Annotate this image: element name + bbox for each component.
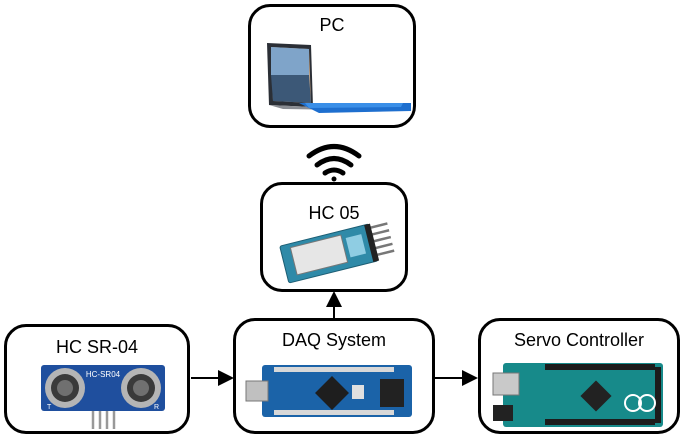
sensor-pin-left-text: T	[47, 404, 52, 411]
hcsr04-node: HC SR-04 HC-SR04 T R	[4, 324, 190, 434]
laptop-tablet-icon	[267, 43, 413, 113]
pc-node: PC	[248, 4, 416, 128]
arduino-nano-icon	[245, 365, 412, 417]
daq-label: DAQ System	[281, 330, 387, 350]
servo-node: Servo Controller	[478, 318, 680, 434]
ultrasonic-sensor-icon: HC-SR04 T R	[41, 365, 165, 429]
servo-label: Servo Controller	[513, 330, 645, 350]
bluetooth-module-icon	[279, 222, 395, 284]
sensor-model-text: HC-SR04	[86, 370, 121, 379]
pc-label: PC	[319, 15, 345, 35]
sensor-pin-right-text: R	[154, 404, 159, 411]
arduino-mega-icon	[492, 363, 663, 427]
daq-node: DAQ System	[233, 318, 435, 434]
hc05-node: HC 05	[260, 182, 408, 292]
hc05-label: HC 05	[308, 203, 360, 223]
wifi-icon	[306, 144, 362, 182]
hcsr04-label: HC SR-04	[55, 337, 139, 357]
